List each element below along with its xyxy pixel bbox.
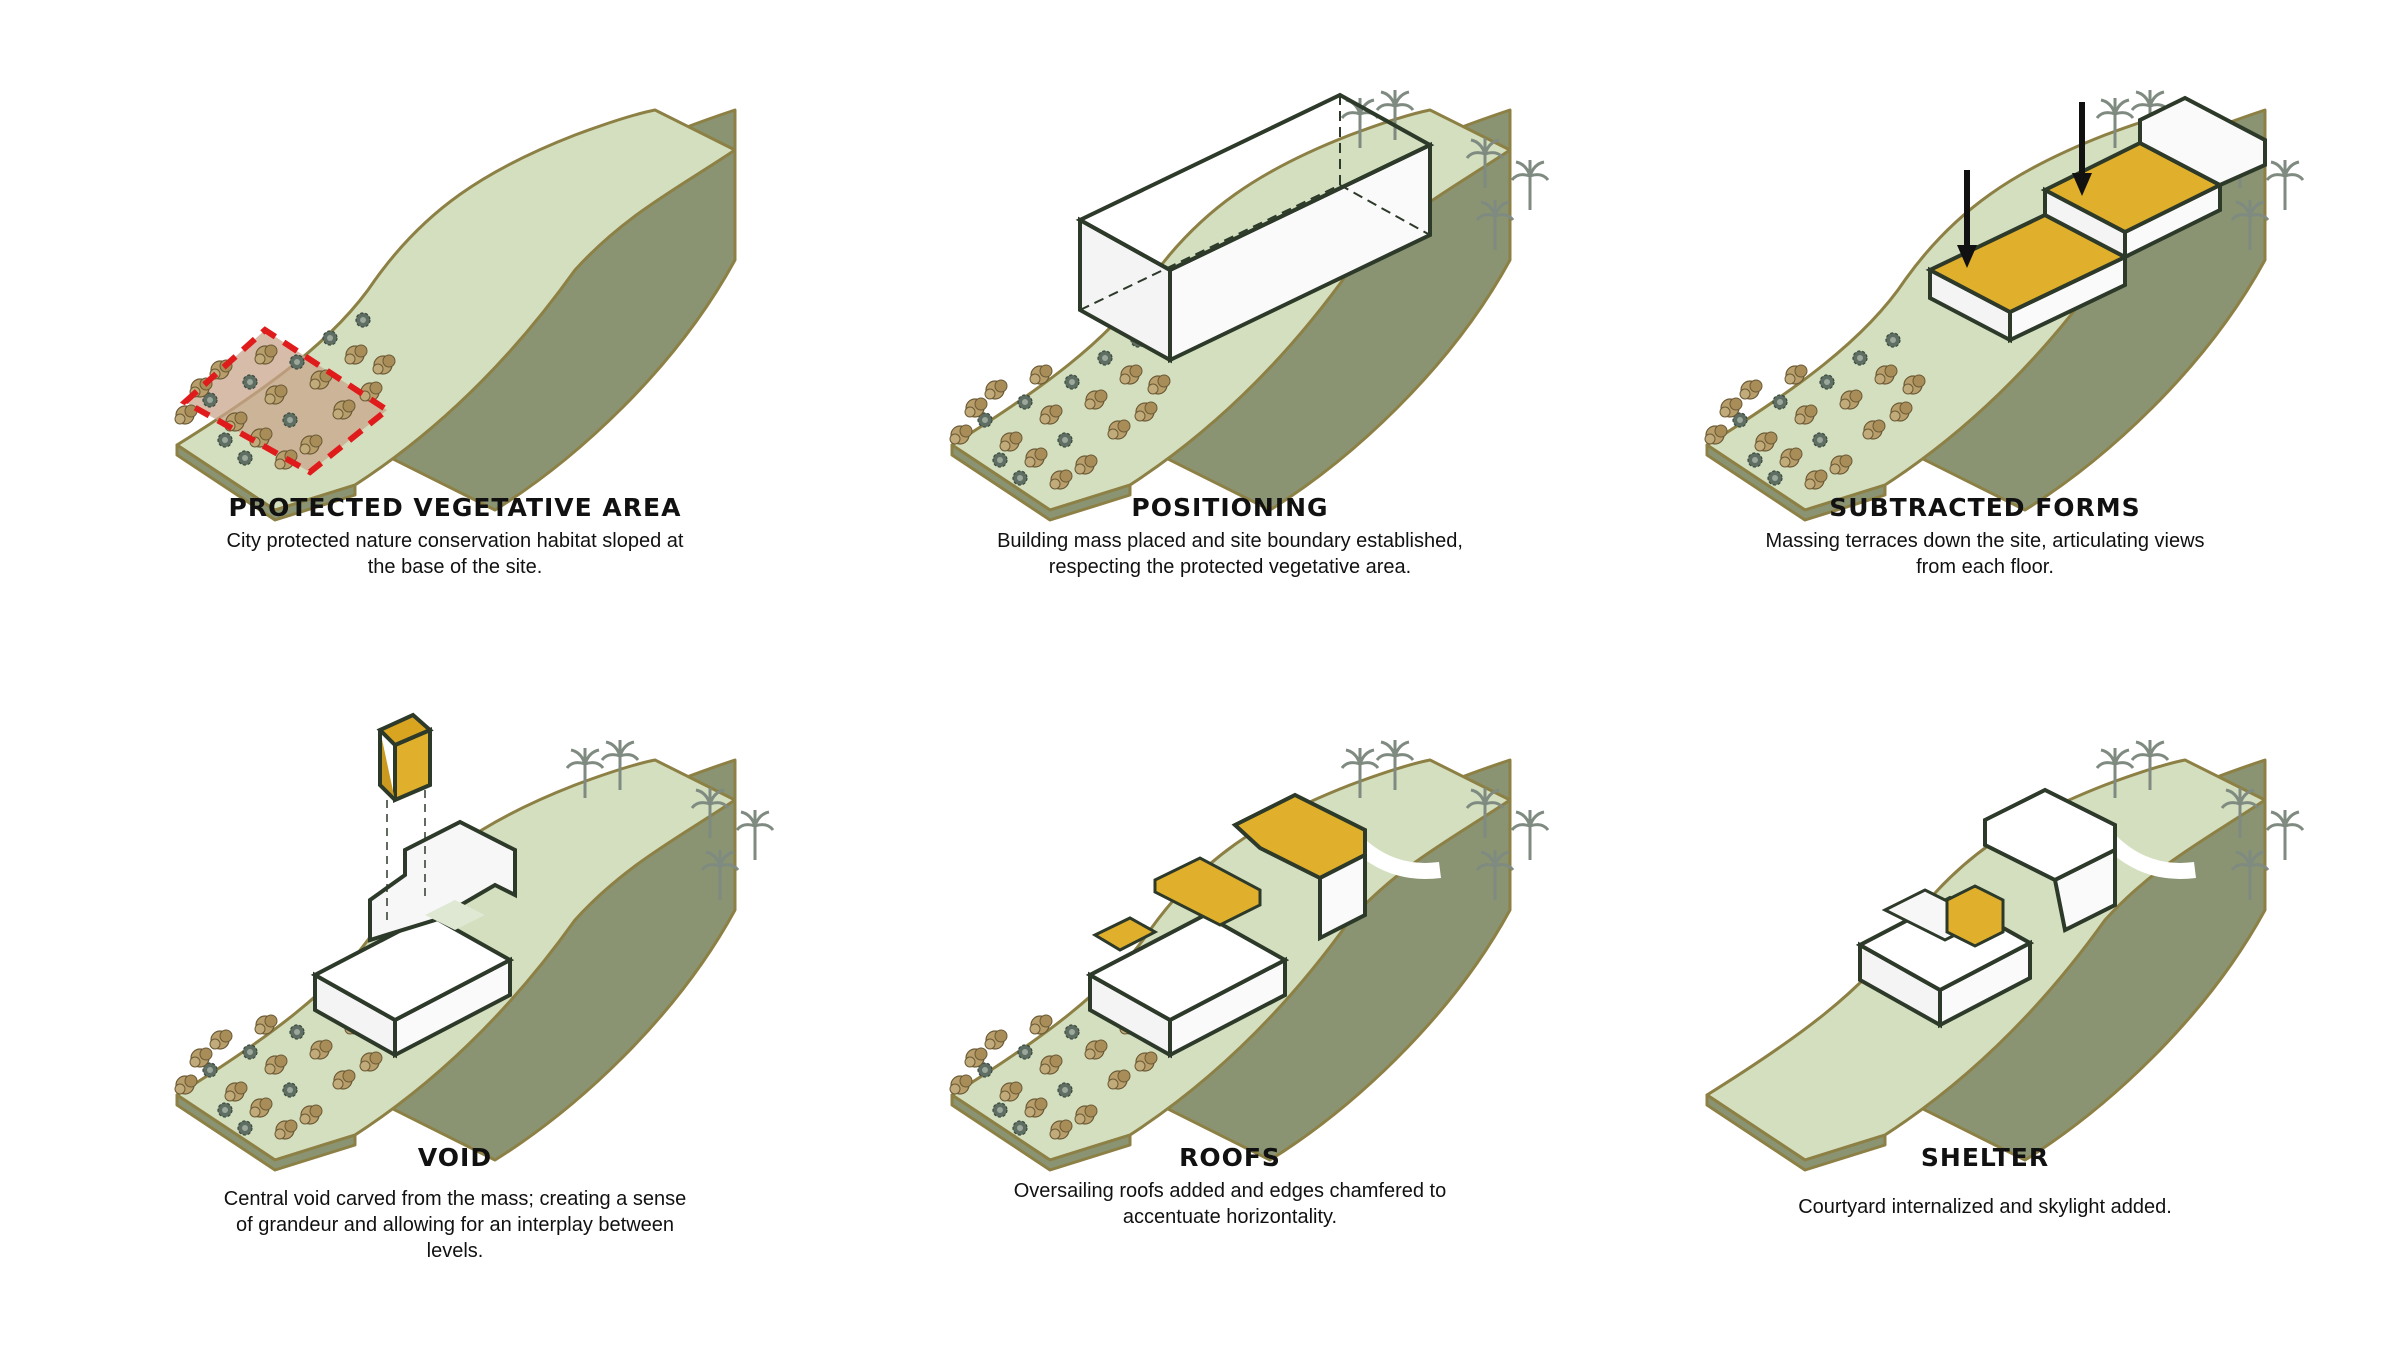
- panel-shelter: SHELTER Courtyard internalized and skyli…: [1605, 690, 2365, 1340]
- terraced-mass: [1925, 95, 2267, 344]
- extracted-void-block: [376, 712, 434, 925]
- panel-subtracted-forms: SUBTRACTED FORMS Massing terraces down t…: [1605, 40, 2365, 690]
- roof-mass: [1085, 792, 1441, 1059]
- panel-positioning: POSITIONING Building mass placed and sit…: [850, 40, 1610, 690]
- panel-void: VOID Central void carved from the mass; …: [75, 690, 835, 1340]
- panel-title: PROTECTED VEGETATIVE AREA: [228, 493, 682, 522]
- hillside-diagram: [1705, 690, 2365, 1172]
- down-arrow-icon: [2072, 102, 2092, 196]
- panel-title: SUBTRACTED FORMS: [1829, 493, 2141, 522]
- panel-description: Central void carved from the mass; creat…: [223, 1188, 687, 1262]
- shelter-mass: [1855, 787, 2196, 1029]
- hillside-diagram: [850, 40, 1610, 522]
- panel-title: SHELTER: [1920, 1143, 2050, 1172]
- panel-description: Building mass placed and site boundary e…: [997, 530, 1463, 578]
- panel-roofs: ROOFS Oversailing roofs added and edges …: [850, 690, 1610, 1340]
- panel-description: City protected nature conservation habit…: [226, 530, 684, 578]
- panel-description: Massing terraces down the site, articula…: [1765, 530, 2205, 578]
- panel-description: Courtyard internalized and skylight adde…: [1798, 1196, 2172, 1218]
- panel-description: Oversailing roofs added and edges chamfe…: [1013, 1180, 1447, 1228]
- hillside-diagram: [75, 712, 835, 1172]
- hillside-diagram: [1605, 40, 2365, 522]
- void-mass: [310, 819, 517, 1059]
- panel-title: VOID: [417, 1143, 493, 1172]
- hillside-diagram: [75, 108, 737, 522]
- protected-area-overlay: [175, 313, 395, 476]
- panel-title: ROOFS: [1179, 1143, 1281, 1172]
- panel-title: POSITIONING: [1131, 493, 1329, 522]
- down-arrow-icon: [1957, 170, 1977, 268]
- panel-protected-vegetative-area: PROTECTED VEGETATIVE AREA City protected…: [75, 40, 835, 690]
- building-mass: [1075, 92, 1435, 364]
- hillside-diagram: [850, 690, 1610, 1172]
